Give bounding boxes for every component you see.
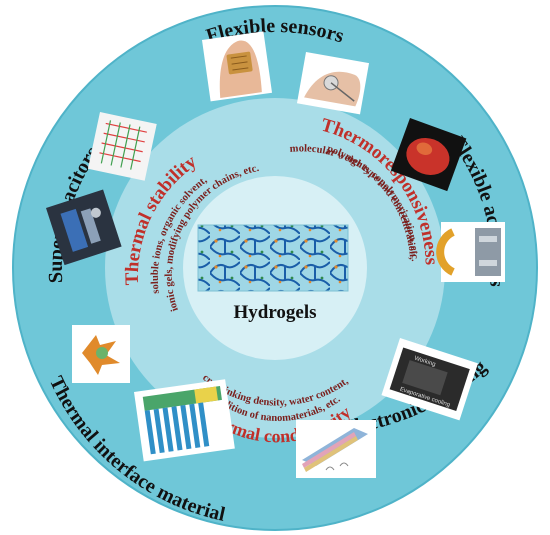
supercapacitor-device-image (46, 189, 122, 266)
finger-sensor-image (202, 31, 273, 102)
center-label: Hydrogels (233, 302, 316, 323)
hydrogel-network-image (197, 224, 349, 292)
actuator-gripper-image (436, 222, 505, 282)
heat-sink-image (134, 379, 235, 462)
cooling-layers-image (296, 420, 376, 478)
evaporative-cooling-image: Evaporative cooling Working (381, 338, 478, 421)
wrist-sensor-image (296, 52, 370, 115)
actuator-heart-image (390, 117, 467, 192)
arrow-material-image (72, 325, 130, 383)
supercapacitor-grid-image (87, 112, 157, 181)
